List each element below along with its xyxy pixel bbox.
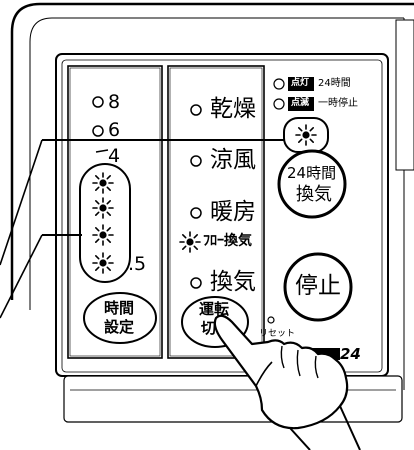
mode-lamp-dry — [190, 104, 202, 116]
run-off-label-line2[interactable]: 切 — [201, 319, 217, 337]
timer-lamp-6 — [92, 125, 104, 137]
legend-on-tag: 点灯 — [291, 78, 310, 88]
timer-lamp-lit-1 — [92, 172, 114, 194]
timer-lamp-lit-4 — [92, 252, 114, 274]
ventilation-button-label-line2[interactable]: 換気 — [296, 184, 332, 205]
mode-label-vent: 換気 — [210, 269, 256, 295]
timer-lamp-8 — [92, 96, 104, 108]
legend-blink-tag: 点滅 — [291, 98, 310, 108]
mode-lamp-vent — [190, 277, 202, 289]
legend-on-text: 24時間 — [318, 78, 351, 89]
housing-inner-edge — [29, 17, 404, 310]
mode-lamp-cool — [190, 155, 202, 167]
timer-button-label-line1[interactable]: 時間 — [104, 299, 135, 317]
model-suffix: 24 — [340, 345, 361, 363]
timer-lamp-lit-3 — [92, 224, 114, 246]
legend-blink-text: 一時停止 — [318, 98, 358, 109]
run-off-label-line1[interactable]: 運転 — [199, 300, 230, 318]
ventilation-button — [277, 149, 347, 219]
pointing-hand — [213, 314, 349, 430]
mode-lamp-flow-lit — [179, 231, 201, 253]
timer-lamp-lit-2 — [92, 197, 114, 219]
hour-mark-8: 8 — [108, 91, 121, 113]
mode-label-heat: 暖房 — [210, 199, 256, 225]
mode-lamp-heat — [190, 207, 202, 219]
hour-mark-4: 4 — [108, 145, 121, 167]
reset-label: リセット — [259, 329, 296, 339]
reset-hole — [267, 316, 275, 324]
mode-label-flow-vent: ﾌﾛｰ換気 — [203, 233, 252, 249]
lower-bezel — [63, 375, 403, 423]
leader-line-2 — [0, 234, 43, 319]
mode-label-cool: 涼風 — [210, 147, 256, 173]
ventilation-button-label-line1[interactable]: 24時間 — [287, 164, 337, 182]
housing-outline — [10, 2, 414, 300]
timer-button-label-line2[interactable]: 設定 — [104, 318, 135, 336]
hour-mark-6: 6 — [108, 119, 121, 141]
hour-mark-half: .5 — [128, 253, 147, 275]
mode-label-dry: 乾燥 — [210, 96, 256, 122]
ventilation-lamp-lit — [295, 124, 317, 146]
timer-button — [83, 292, 157, 344]
stop-button — [283, 252, 353, 322]
stop-button-label[interactable]: 停止 — [295, 273, 341, 299]
timer-lamp-group — [79, 163, 131, 283]
leader-line-1 — [0, 139, 43, 266]
